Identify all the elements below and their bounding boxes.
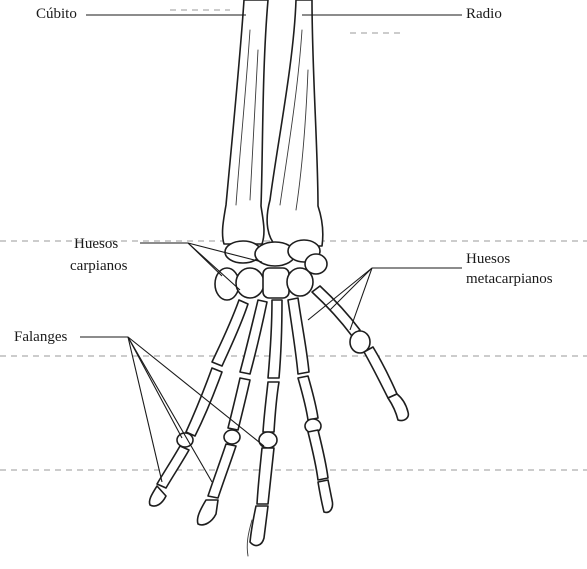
label-huesos-metacarpianos-line2: metacarpianos (466, 271, 553, 288)
ring-finger-phalanges (247, 382, 279, 556)
radio-bone (267, 0, 323, 246)
thumb-phalanges (350, 331, 408, 421)
label-radio: Radio (466, 6, 502, 23)
metacarpal-bones (212, 286, 360, 378)
label-cubito: Cúbito (36, 6, 77, 23)
label-huesos-carpianos-line1: Huesos (74, 236, 118, 253)
cubito-bone (223, 0, 268, 244)
label-huesos-carpianos-line2: carpianos (70, 258, 127, 275)
label-falanges: Falanges (14, 329, 67, 346)
little-finger-phalanges (298, 376, 333, 512)
label-huesos-metacarpianos-line1: Huesos (466, 251, 510, 268)
carpal-bones (215, 240, 327, 300)
